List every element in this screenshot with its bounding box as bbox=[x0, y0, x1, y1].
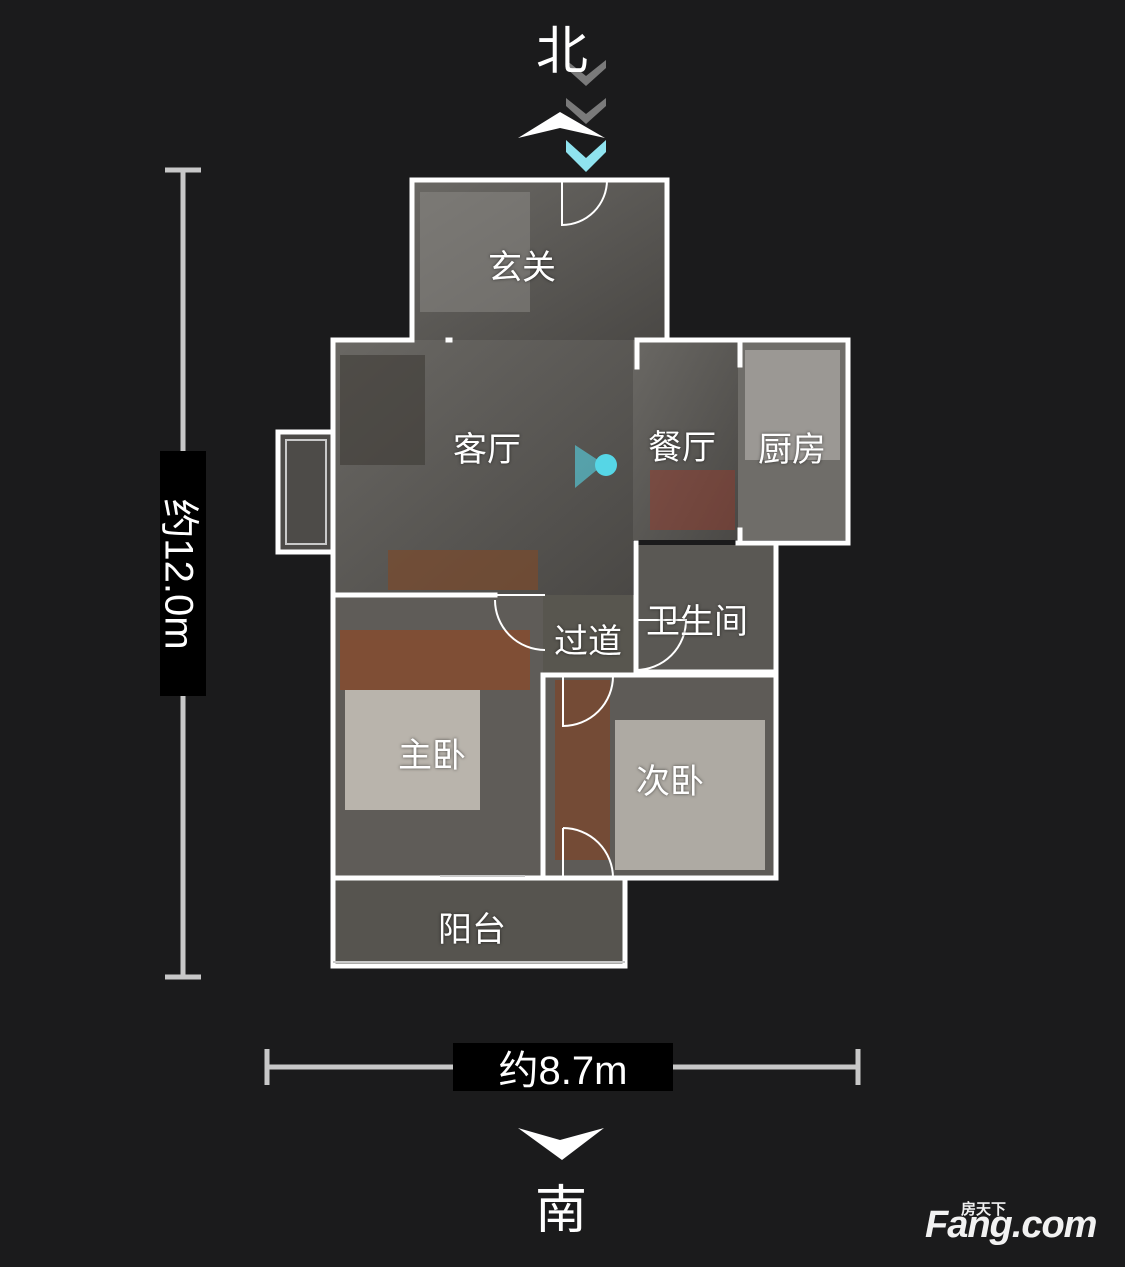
north-label: 北 bbox=[536, 22, 589, 82]
logo-brand-text: Fang.com bbox=[925, 1204, 1097, 1246]
room-label-kitchen: 厨房 bbox=[758, 430, 826, 470]
walls bbox=[275, 177, 851, 969]
room-label-balcony: 阳台 bbox=[438, 910, 506, 950]
viewer-position-marker bbox=[575, 445, 617, 488]
window-frames bbox=[285, 439, 625, 963]
height-dimension-label: 约12.0m bbox=[157, 451, 206, 696]
width-dimension-line bbox=[264, 1049, 861, 1085]
north-arrow bbox=[518, 60, 606, 172]
room-label-second-bedroom: 次卧 bbox=[636, 762, 704, 802]
logo-chinese-text: 房天下 bbox=[961, 1200, 1007, 1218]
room-label-living-room: 客厅 bbox=[453, 430, 521, 470]
room-label-master-bedroom: 主卧 bbox=[398, 736, 466, 776]
width-dimension-text: 约8.7m bbox=[498, 1049, 628, 1093]
width-dimension-label: 约8.7m bbox=[453, 1043, 673, 1093]
height-dimension-text: 约12.0m bbox=[157, 497, 202, 650]
south-arrow bbox=[518, 1128, 604, 1160]
fang-watermark-logo: 房天下 Fang.com bbox=[925, 1198, 1110, 1256]
room-label-corridor: 过道 bbox=[554, 622, 622, 662]
height-dimension-line bbox=[165, 167, 201, 980]
room-label-bathroom: 卫生间 bbox=[646, 602, 748, 642]
room-label-dining-room: 餐厅 bbox=[648, 428, 716, 468]
furniture-hints bbox=[340, 192, 840, 870]
door-swings bbox=[494, 179, 688, 879]
south-label: 南 bbox=[535, 1181, 588, 1241]
room-label-entrance: 玄关 bbox=[488, 248, 556, 288]
